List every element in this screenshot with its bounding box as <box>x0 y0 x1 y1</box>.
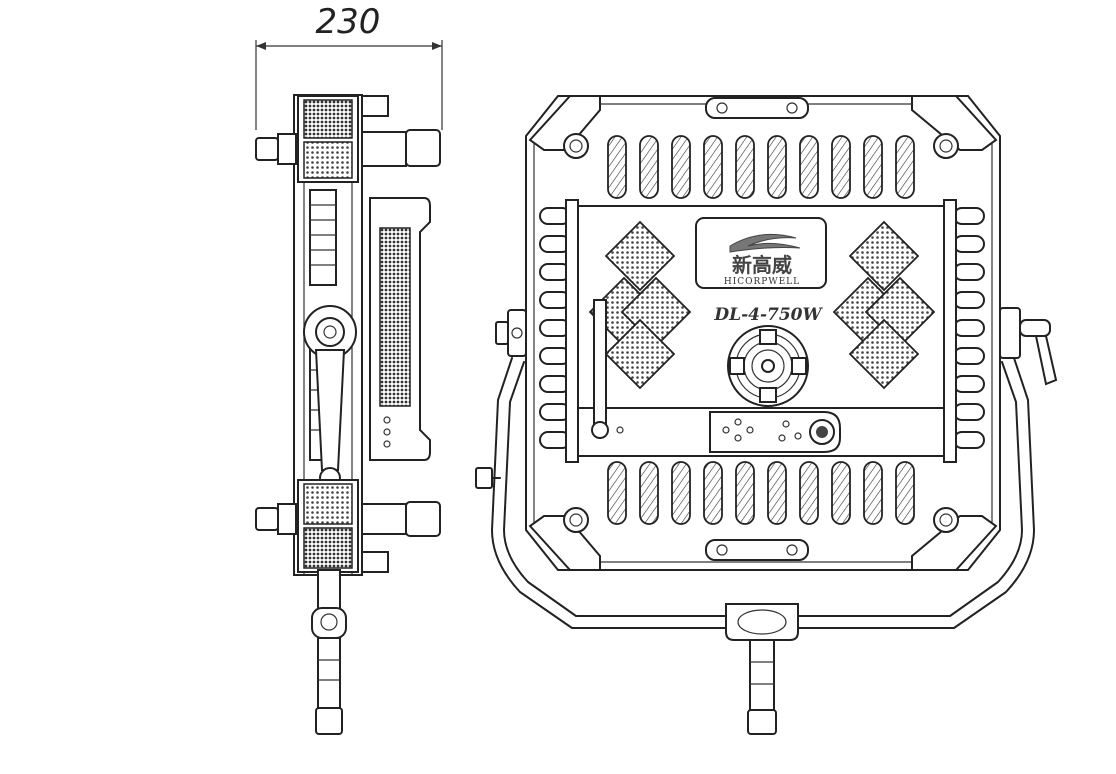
side-yoke-arm <box>314 349 346 471</box>
side-bottom-left-knob <box>255 507 279 531</box>
width-dimension: 230 <box>255 2 443 130</box>
side-stand-neck <box>317 569 341 611</box>
front-right-rail <box>943 199 957 463</box>
front-view: 新高威 HICORPWELL DL-4-750W <box>475 95 1058 735</box>
brand-chinese-name: 新高威 <box>732 253 792 277</box>
side-bottom-right-knob <box>405 501 441 537</box>
front-right-diamond-vents <box>832 220 936 390</box>
dimension-arrow-right <box>432 42 442 50</box>
side-spigot-pin <box>317 637 341 709</box>
side-view <box>255 94 441 735</box>
brand-latin-name: HICORPWELL <box>724 277 800 287</box>
model-label: DL-4-750W <box>713 305 823 325</box>
front-tilt-lever <box>593 299 607 425</box>
dimension-label: 230 <box>316 2 381 42</box>
front-corner-brackets <box>528 95 998 571</box>
front-bottom-slots <box>607 461 915 525</box>
dimension-arrow-left <box>256 42 266 50</box>
side-top-left-knob <box>255 137 279 161</box>
front-lock-handle <box>1034 335 1058 386</box>
front-bottom-handle <box>705 539 809 561</box>
brand-plate: 新高威 HICORPWELL <box>695 217 827 289</box>
side-top-right-knob <box>405 129 441 167</box>
front-yoke-clamp <box>725 603 799 641</box>
fan-grille-icon <box>727 325 809 407</box>
front-top-slots <box>607 135 915 199</box>
side-ballast-vent <box>379 227 411 407</box>
side-spigot-clamp <box>311 607 347 639</box>
front-left-yoke-mount <box>495 309 527 357</box>
control-button-icon <box>722 426 730 434</box>
front-right-fins <box>953 207 985 449</box>
front-top-handle <box>705 97 809 119</box>
front-corner-screws <box>563 133 959 533</box>
front-spigot-pin <box>749 639 775 713</box>
front-yoke-side-knob <box>475 467 493 489</box>
brand-logo-wave-icon <box>729 233 801 253</box>
front-left-rail <box>565 199 579 463</box>
front-right-yoke-mount <box>999 307 1058 386</box>
control-panel <box>709 411 841 453</box>
